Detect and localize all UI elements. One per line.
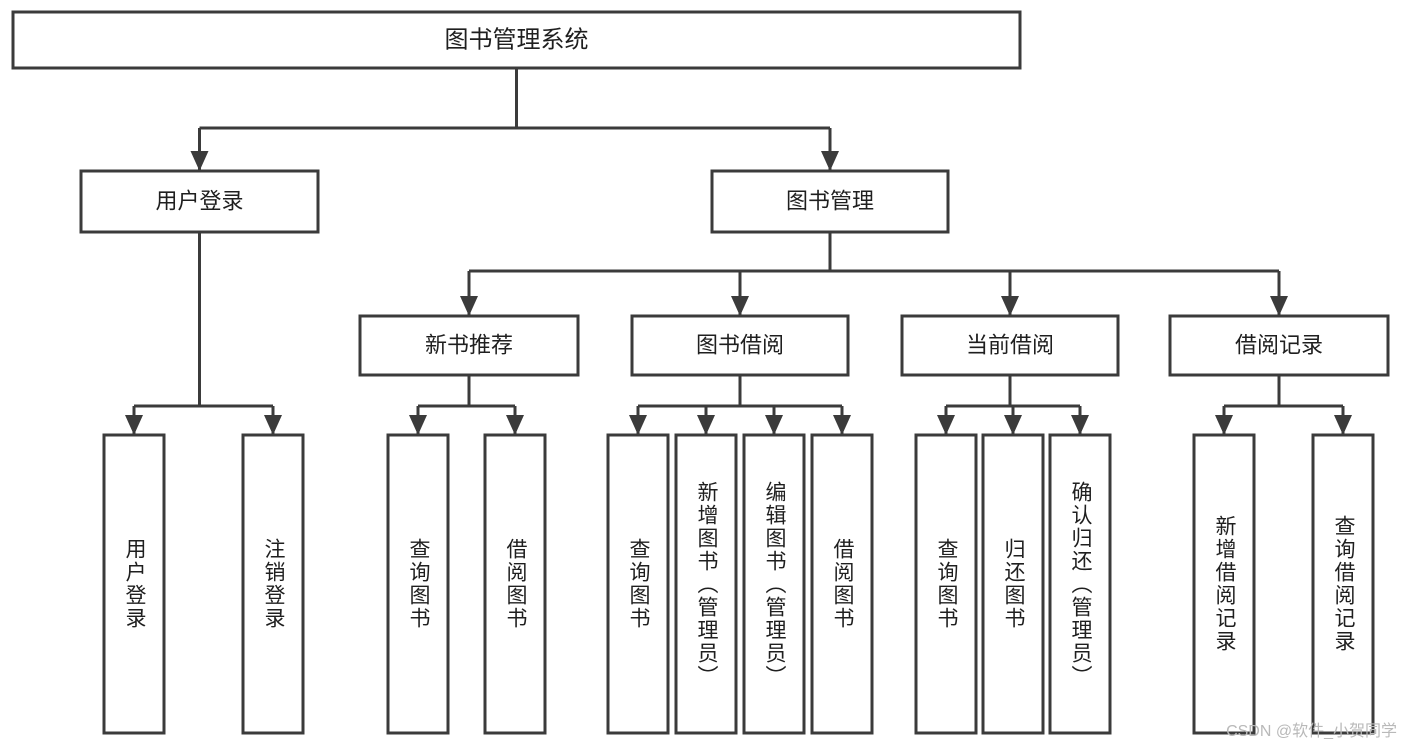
arrow-head bbox=[821, 151, 839, 171]
arrow-head bbox=[264, 415, 282, 435]
node-box-borrow-record[interactable] bbox=[1168, 314, 1390, 377]
arrow-head bbox=[833, 415, 851, 435]
arrow-head bbox=[506, 415, 524, 435]
arrow-head bbox=[1334, 415, 1352, 435]
node-box-book-borrow[interactable] bbox=[630, 314, 850, 377]
node-box-user-login[interactable] bbox=[79, 169, 320, 234]
arrow-head bbox=[1270, 296, 1288, 316]
arrow-head bbox=[1004, 415, 1022, 435]
arrow-head bbox=[409, 415, 427, 435]
node-label-new-book-recommend: 新书推荐 bbox=[425, 332, 513, 357]
watermark-text: CSDN @软件_小贺同学 bbox=[1226, 723, 1397, 740]
node-box-leaf-return-book[interactable] bbox=[981, 433, 1045, 735]
node-label-current-borrow: 当前借阅 bbox=[966, 332, 1054, 357]
arrow-head bbox=[697, 415, 715, 435]
node-box-leaf-add-borrow-record[interactable] bbox=[1192, 433, 1256, 735]
node-box-new-book-recommend[interactable] bbox=[358, 314, 580, 377]
node-box-leaf-confirm-return-admin[interactable] bbox=[1048, 433, 1112, 735]
node-label-borrow-record: 借阅记录 bbox=[1235, 332, 1323, 357]
node-boxes bbox=[11, 10, 1390, 735]
arrow-head bbox=[460, 296, 478, 316]
connector-links bbox=[125, 68, 1352, 435]
arrow-head bbox=[937, 415, 955, 435]
arrow-head bbox=[731, 296, 749, 316]
node-label-user-login: 用户登录 bbox=[155, 188, 243, 213]
arrow-head bbox=[1215, 415, 1233, 435]
node-label-book-borrow: 图书借阅 bbox=[696, 332, 784, 357]
node-box-leaf-add-book-admin[interactable] bbox=[674, 433, 738, 735]
node-box-book-manage[interactable] bbox=[710, 169, 950, 234]
arrow-head bbox=[125, 415, 143, 435]
node-box-leaf-borrow-book[interactable] bbox=[810, 433, 874, 735]
node-box-leaf-edit-book-admin[interactable] bbox=[742, 433, 806, 735]
arrow-head bbox=[1001, 296, 1019, 316]
node-box-leaf-query-book-current[interactable] bbox=[914, 433, 978, 735]
arrow-head bbox=[765, 415, 783, 435]
node-box-leaf-user-logout[interactable] bbox=[241, 433, 305, 735]
arrow-head bbox=[1071, 415, 1089, 435]
node-box-leaf-query-borrow-record[interactable] bbox=[1311, 433, 1375, 735]
node-label-root: 图书管理系统 bbox=[445, 26, 589, 53]
node-box-leaf-user-login[interactable] bbox=[102, 433, 166, 735]
node-box-leaf-query-book-rec[interactable] bbox=[386, 433, 450, 735]
arrow-head bbox=[629, 415, 647, 435]
arrow-head bbox=[190, 151, 209, 171]
node-box-root[interactable] bbox=[11, 10, 1022, 70]
node-label-book-manage: 图书管理 bbox=[786, 188, 874, 213]
node-box-current-borrow[interactable] bbox=[900, 314, 1120, 377]
node-box-leaf-borrow-book-rec[interactable] bbox=[483, 433, 547, 735]
node-box-leaf-query-book-borrow[interactable] bbox=[606, 433, 670, 735]
